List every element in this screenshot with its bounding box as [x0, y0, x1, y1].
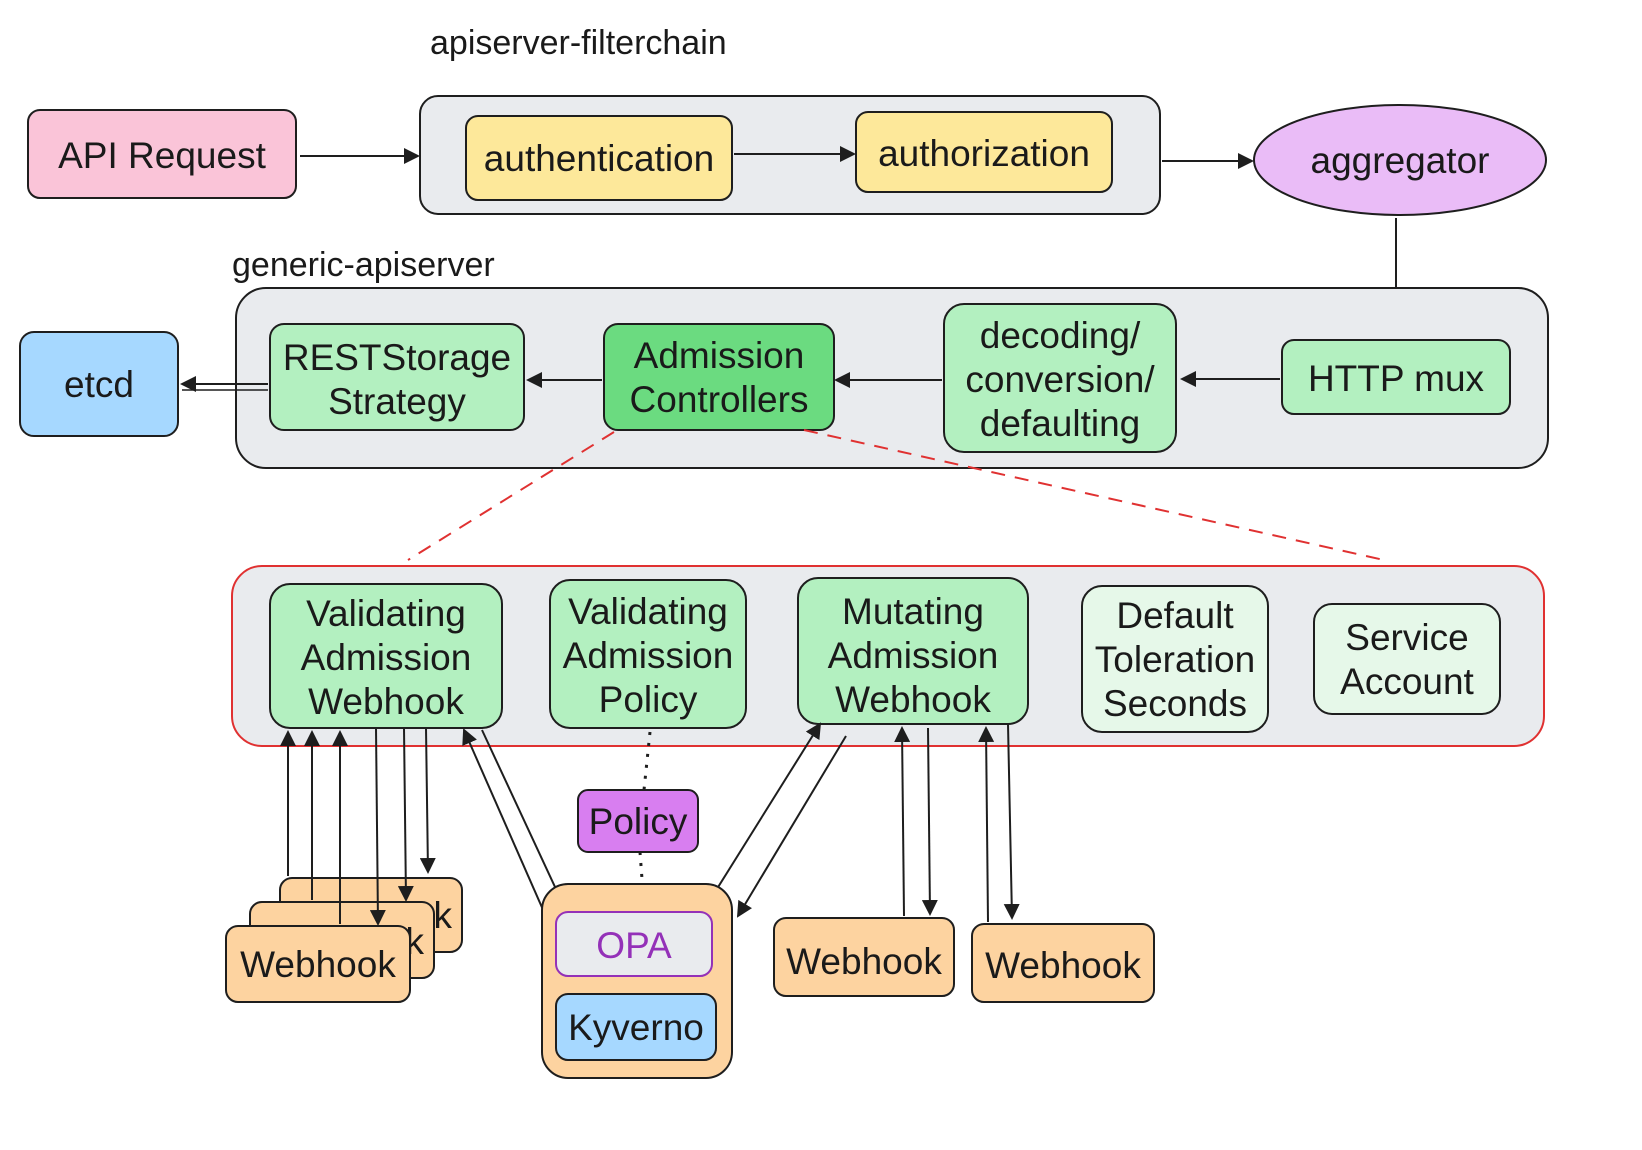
maw-webhook-arrows [894, 723, 1020, 923]
opa-label: OPA [596, 925, 672, 966]
kyverno-label: Kyverno [568, 1007, 704, 1048]
maw-line-2: Admission [828, 635, 999, 676]
vap-line-2: Admission [563, 635, 734, 676]
etcd-label: etcd [64, 364, 134, 405]
arrow-opa-to-vaw [462, 728, 545, 913]
vap-line-1: Validating [568, 591, 728, 632]
vaw-line-1: Validating [306, 593, 466, 634]
vap-line-3: Policy [599, 679, 698, 720]
decoding-line-2: conversion/ [965, 359, 1155, 400]
webhook-stack-front[interactable]: Webhook [225, 925, 411, 1003]
reststorage-node[interactable]: RESTStorage Strategy [269, 323, 525, 431]
arrow-opa-to-maw [709, 722, 822, 901]
arrow-vaw-to-opa [481, 729, 564, 904]
admission-controllers-node[interactable]: Admission Controllers [603, 323, 835, 431]
generic-title: generic-apiserver [232, 246, 495, 284]
sa-line-1: Service [1345, 617, 1468, 658]
mutating-webhook-1[interactable]: Webhook [773, 917, 955, 997]
dts-line-1: Default [1116, 595, 1234, 636]
reststorage-line-2: Strategy [328, 381, 466, 422]
decoding-line-1: decoding/ [980, 315, 1141, 356]
decoding-line-3: defaulting [980, 403, 1140, 444]
sa-line-2: Account [1340, 661, 1474, 702]
vaw-line-3: Webhook [308, 681, 464, 722]
authentication-node[interactable]: authentication [465, 115, 733, 201]
authentication-label: authentication [484, 138, 714, 179]
mutating-webhook-2[interactable]: Webhook [971, 923, 1155, 1003]
api-request-node[interactable]: API Request [27, 109, 297, 199]
http-mux-node[interactable]: HTTP mux [1281, 339, 1511, 415]
vaw-webhook-arrows [280, 727, 436, 926]
webhook-stack-back-label: k [434, 895, 453, 936]
decoding-node[interactable]: decoding/ conversion/ defaulting [943, 303, 1177, 453]
vaw-line-2: Admission [301, 637, 472, 678]
mutating-admission-webhook-node[interactable]: Mutating Admission Webhook [797, 577, 1029, 725]
default-toleration-seconds-node[interactable]: Default Toleration Seconds [1081, 585, 1269, 733]
policy-label: Policy [589, 801, 688, 842]
filterchain-title: apiserver-filterchain [430, 24, 727, 62]
kyverno-node[interactable]: Kyverno [555, 993, 717, 1061]
mutating-webhook-2-label: Webhook [985, 945, 1141, 986]
service-account-node[interactable]: Service Account [1313, 603, 1501, 715]
authorization-node[interactable]: authorization [855, 111, 1113, 193]
validating-admission-webhook-node[interactable]: Validating Admission Webhook [269, 583, 503, 729]
authorization-label: authorization [878, 133, 1090, 174]
maw-line-3: Webhook [835, 679, 991, 720]
policy-node[interactable]: Policy [577, 789, 699, 853]
http-mux-label: HTTP mux [1308, 358, 1485, 399]
webhook-stack-front-label: Webhook [240, 944, 396, 985]
api-request-label: API Request [58, 135, 266, 176]
admission-line-1: Admission [634, 335, 805, 376]
reststorage-line-1: RESTStorage [283, 337, 511, 378]
aggregator-label: aggregator [1311, 140, 1490, 181]
zoom-line-right [803, 429, 1385, 561]
validating-admission-policy-node[interactable]: Validating Admission Policy [549, 579, 747, 729]
opa-node[interactable]: OPA [555, 911, 713, 977]
zoom-line-left [407, 431, 615, 561]
maw-line-1: Mutating [842, 591, 984, 632]
generic-group [235, 287, 1549, 469]
aggregator-node[interactable]: aggregator [1253, 104, 1547, 216]
mutating-webhook-1-label: Webhook [786, 941, 942, 982]
admission-line-2: Controllers [630, 379, 809, 420]
dts-line-3: Seconds [1103, 683, 1247, 724]
dts-line-2: Toleration [1095, 639, 1255, 680]
arrow-maw-to-opa [736, 735, 847, 918]
etcd-node[interactable]: etcd [19, 331, 179, 437]
